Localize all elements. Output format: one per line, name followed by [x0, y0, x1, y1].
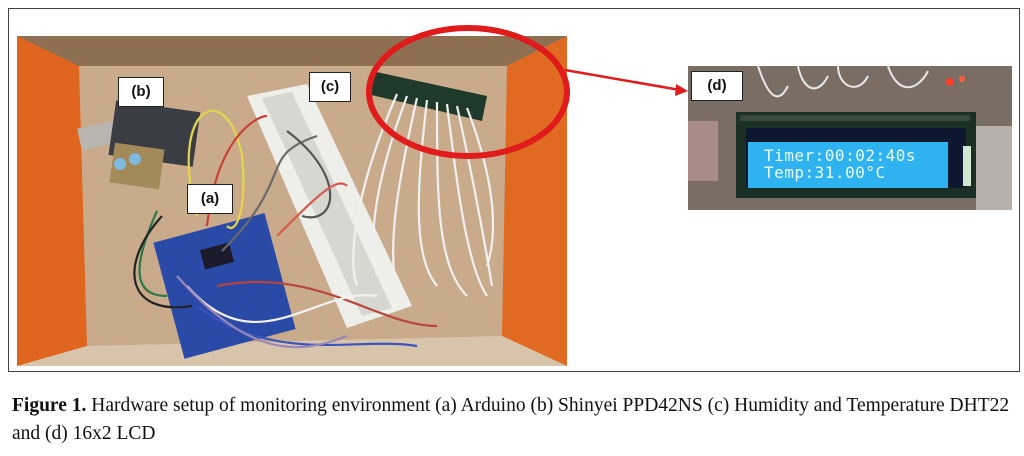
caption-prefix: Figure 1.	[12, 395, 87, 416]
lcd-screen	[748, 142, 948, 188]
figure-caption: Figure 1. Hardware setup of monitoring e…	[12, 392, 1017, 448]
particle-sensor	[77, 100, 201, 190]
label-b: (b)	[118, 77, 164, 107]
callout-arrow-line	[564, 68, 681, 92]
caption-text: Hardware setup of monitoring environment…	[12, 395, 1010, 444]
lcd-line-2: Temp:31.00°C	[764, 163, 886, 182]
arrow-head-icon	[675, 84, 688, 96]
hardware-photo	[17, 36, 567, 366]
label-d: (d)	[691, 71, 743, 101]
label-a: (a)	[187, 184, 233, 214]
label-c: (c)	[309, 72, 351, 102]
highlight-circle	[366, 25, 570, 159]
lcd-line-1: Timer:00:02:40s	[764, 146, 916, 165]
hardware-photo-illustration	[17, 36, 567, 366]
breadboard	[247, 84, 412, 328]
